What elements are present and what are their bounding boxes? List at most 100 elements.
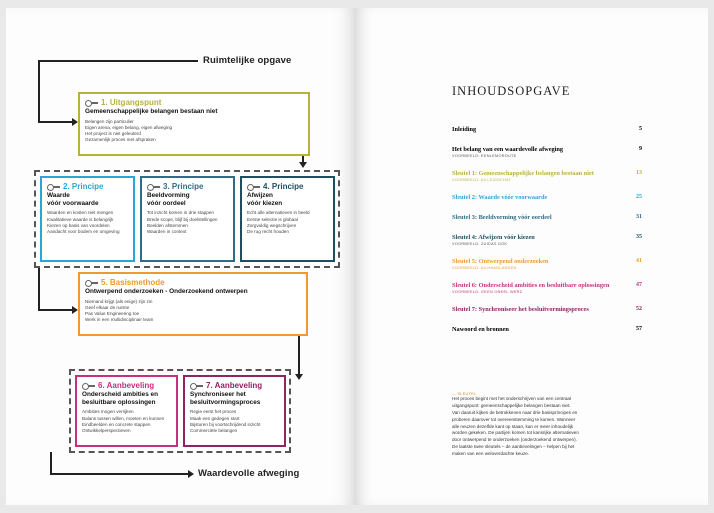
toc-title: INHOUDSOPGAVE [452,84,571,98]
box-line: Eindbeelden en concrete stappen [82,421,151,427]
box-line: Brede scope, blijf bij doelstellingen [147,216,218,222]
toc-entry-page: 57 [636,326,642,332]
box-line: Eigen arena, eigen belang, eigen afwegin… [85,124,173,130]
toc-entry[interactable]: Sleutel 4: Afwijzen vóór kiezen VOORBEEL… [452,234,642,246]
box-line: Kwalitatieve waarde is belangrijk [47,216,114,222]
toc-entry-example: VOORBEELD: ZUIDAS DOK [452,242,508,246]
box-line: Regie eerst het proces [190,409,237,415]
box-line: Belangen zijn particulier [85,118,134,124]
box-line: Ambities mogen verrijken [82,409,134,415]
toc-entry-title: Sleutel 4: Afwijzen vóór kiezen [452,234,535,241]
key-icon [85,279,98,287]
left-page: Ruimtelijke opgave Waardevolle afweging … [6,8,354,505]
toc-entry-title: Sleutel 2: Waarde vóór voorwaarde [452,194,548,201]
toc-entry-example: VOORBEELD: A4 HAAGLANDEN [452,266,517,270]
arrow-head [295,374,303,380]
connector-line [298,322,300,378]
note-line: worden gekeken. De partijen komen tot ka… [452,430,579,436]
box-title: 6. Aanbeveling [98,381,155,390]
key-box-aanbeveling-7: 7. Aanbeveling Synchroniseer het besluit… [183,375,286,447]
box-subtitle: Waarde vóór voorwaarde [47,192,99,207]
box-subtitle: Beeldvorming vóór oordeel [147,192,190,207]
toc-entry[interactable]: Sleutel 5: Ontwerpend onderzoeken VOORBE… [452,258,642,270]
box-line: Maak een gedegen start [190,415,240,421]
toc-entry-title: Sleutel 7: Synchroniseer het besluitvorm… [452,306,589,313]
toc-entry-title: Inleiding [452,126,477,133]
toc-entry[interactable]: Sleutel 3: Beeldvorming vóór oordeel 31 [452,214,642,221]
toc-entry-page: 9 [639,146,642,152]
toc-entry-title: Het belang van een waardevolle afweging [452,146,564,153]
toc-entry-title: Sleutel 3: Beeldvorming vóór oordeel [452,214,552,221]
arrow-head [72,306,78,314]
toc-entry-title: Sleutel 1: Gemeenschappelijke belangen b… [452,170,594,177]
bottom-label: Waardevolle afweging [198,468,300,479]
toc-entry[interactable]: Sleutel 6: Onderscheid ambities en beslu… [452,282,642,294]
toc-entry[interactable]: Sleutel 7: Synchroniseer het besluitvorm… [452,306,642,313]
box-line: Echt alle alternatieven in beeld [247,210,310,216]
intro-note: — SLEUTEL Het proces begint met het onde… [452,392,622,458]
toc-entry-title: Sleutel 5: Ontwerpend onderzoeken [452,258,549,265]
connector-line [50,473,190,475]
note-line: Het proces begint met het onderschrijven… [452,396,571,401]
box-line: Werk in een multidisciplinair team [85,317,154,323]
key-icon [247,183,260,191]
box-line: Kiezen op basis van voordelen [47,222,110,228]
box-subtitle: Ontwerpend onderzoeken - Onderzoekend on… [85,288,248,295]
box-line: Waarden in context [147,228,187,234]
box-title: 7. Aanbeveling [206,381,263,390]
toc-entry[interactable]: Nawoord en bronnen 57 [452,326,642,333]
box-line: Aandacht voor bodem en omgeving [47,228,120,234]
principles-group [34,170,340,268]
box-subtitle: Synchroniseer het besluitvormingsproces [190,391,261,406]
box-line: Commerciële belangen [190,427,238,433]
toc-entry-page: 52 [636,306,642,312]
key-icon [85,99,98,107]
key-box-principe-3: 3. Principe Beeldvorming vóór oordeel To… [140,176,235,262]
toc-entry-page: 25 [636,194,642,200]
toc-entry[interactable]: Inleiding 5 [452,126,642,133]
box-line: Balans tussen willen, moeten en kunnen [82,415,165,421]
connector-line [38,60,198,62]
box-subtitle: Gemeenschappelijke belangen bestaan niet [85,108,218,115]
box-title: 5. Basismethode [101,278,165,287]
connector-line [38,60,40,122]
box-subtitle: Onderscheid ambities en besluitbare oplo… [82,391,159,406]
box-line: Waarden en kosten niet mengen [47,210,114,216]
connector-line [38,266,40,310]
key-icon [147,183,160,191]
toc-entry-page: 47 [636,282,642,288]
toc-entry-page: 13 [636,170,642,176]
toc-entry-title: Sleutel 6: Onderscheid ambities en beslu… [452,282,610,289]
box-line: Gezamenlijk proces met afspraken [85,137,156,143]
key-box-uitgangspunt: 1. Uitgangspunt Gemeenschappelijke belan… [78,92,310,156]
note-line: De laatste twee sleutels – de aanbevelin… [452,444,575,450]
box-line: Beelden afstemmen [147,222,188,228]
arrow-head [188,470,194,478]
connector-line [38,309,74,311]
toc-entry-page: 31 [636,214,642,220]
key-icon [82,382,95,390]
arrow-head [72,118,78,126]
key-icon [190,382,203,390]
box-title: 3. Principe [163,182,204,191]
box-line: De rug recht houden [247,228,289,234]
box-subtitle: Afwijzen vóór kiezen [247,192,283,207]
toc-entry-page: 5 [639,126,642,132]
box-title: 2. Principe [63,182,104,191]
connector-line [38,121,74,123]
toc-entry[interactable]: Sleutel 1: Gemeenschappelijke belangen b… [452,170,642,182]
box-line: Tot inzicht komen in drie stappen [147,210,214,216]
note-line: alle neuzen dezelfde kant op staan, kan … [452,423,574,429]
key-icon [47,183,60,191]
box-line: Ontwikkelperspectieven [82,427,131,433]
box-line: Het project is niet geleuterd [85,131,141,137]
box-line: Eerste selectie is globaal [247,216,298,222]
toc-entry-title: Nawoord en bronnen [452,326,509,333]
toc-entry[interactable]: Het belang van een waardevolle afweging … [452,146,642,158]
arrow-head [299,162,307,168]
key-box-principe-4: 4. Principe Afwijzen vóór kiezen Echt al… [240,176,335,262]
toc-entry[interactable]: Sleutel 2: Waarde vóór voorwaarde 25 [452,194,642,201]
key-box-aanbeveling-6: 6. Aanbeveling Onderscheid ambities en b… [75,375,178,447]
note-tag: — SLEUTEL [452,392,477,396]
top-label: Ruimtelijke opgave [203,55,292,66]
